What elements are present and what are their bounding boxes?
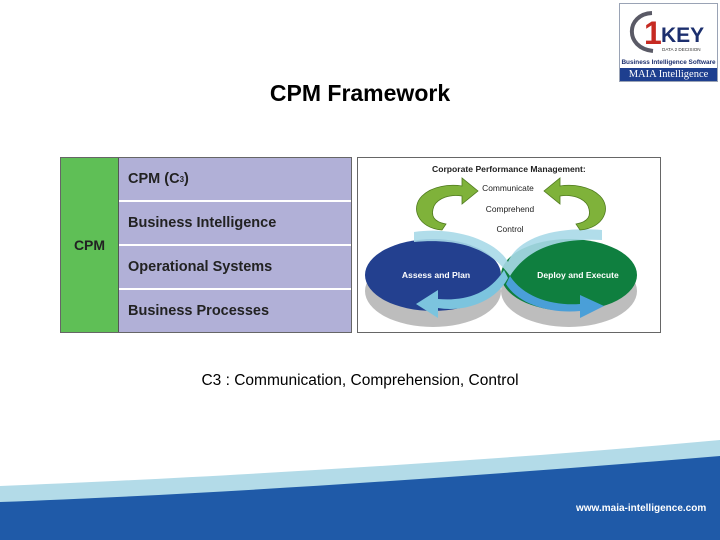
layer-operational-systems: Operational Systems xyxy=(119,244,351,288)
slide-title: CPM Framework xyxy=(269,80,451,106)
swoosh-arrow-bottom-right xyxy=(506,276,604,318)
layer-label: Business Intelligence xyxy=(128,215,277,231)
c3-caption: C3 : Communication, Comprehension, Contr… xyxy=(201,372,519,389)
logo-subtitle: DATA 2 DECISION xyxy=(662,47,701,52)
cpm-cycle-graphic: Corporate Performance Management: Commun… xyxy=(365,164,637,327)
deploy-execute-ellipse xyxy=(501,239,637,311)
layer-label: Operational Systems xyxy=(128,259,273,275)
layer-business-intelligence: Business Intelligence xyxy=(119,200,351,244)
green-arrow-right xyxy=(543,177,606,231)
diagram-heading: Corporate Performance Management: xyxy=(432,164,586,174)
logo-company-name: MAIA Intelligence xyxy=(620,68,717,81)
logo-word: KEY xyxy=(661,24,704,47)
1key-logo-mark: 1 KEY DATA 2 DECISION xyxy=(629,11,704,53)
layer-suffix: ) xyxy=(184,171,189,187)
company-logo: 1 KEY DATA 2 DECISION Business Intellige… xyxy=(619,3,718,82)
step-communicate: Communicate xyxy=(482,183,534,193)
footer-website-link[interactable]: www.maia-intelligence.com xyxy=(576,503,707,514)
cpm-cycle-diagram: Corporate Performance Management: Commun… xyxy=(357,157,661,333)
layer-superscript: 3 xyxy=(179,174,185,184)
layer-business-processes: Business Processes xyxy=(119,288,351,332)
assess-plan-ellipse xyxy=(365,239,501,311)
step-comprehend: Comprehend xyxy=(486,204,535,214)
swoosh-arrow-bottom-left xyxy=(416,270,508,318)
logo-digit: 1 xyxy=(644,15,662,51)
cpm-side-label: CPM xyxy=(61,158,119,332)
layer-label: CPM (C xyxy=(128,171,180,187)
swoosh-arrow-top xyxy=(414,229,602,276)
logo-tagline: Business Intelligence Software xyxy=(621,59,716,66)
layer-label: Business Processes xyxy=(128,303,270,319)
footer-blue-band xyxy=(0,456,720,540)
assess-plan-label: Assess and Plan xyxy=(402,270,470,280)
green-arrow-left xyxy=(416,177,479,231)
deploy-execute-label: Deploy and Execute xyxy=(537,270,619,280)
footer-band xyxy=(0,440,720,540)
step-control: Control xyxy=(497,224,524,234)
